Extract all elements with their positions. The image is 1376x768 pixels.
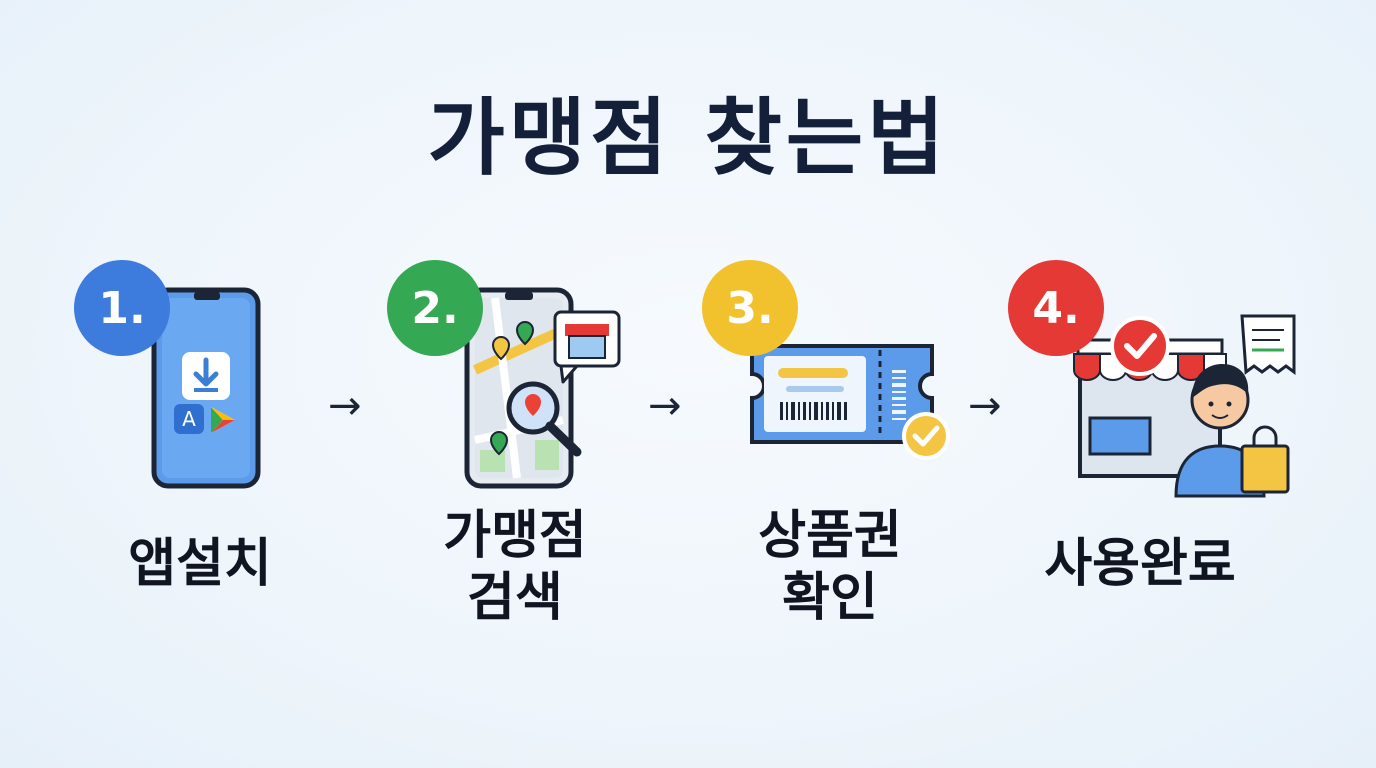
svg-text:A: A (182, 407, 196, 431)
step-number-badge: 2. (387, 260, 483, 356)
arrow-icon: → (968, 383, 1002, 429)
step-label: 사용완료 (1044, 534, 1236, 594)
arrow-icon: → (648, 383, 682, 429)
map-search-icon (464, 287, 621, 489)
step-install-app: A 1. 앱설치 (70, 250, 330, 670)
step-label: 가맹점 검색 (443, 506, 587, 629)
step-complete: 4. 사용완료 (1008, 250, 1296, 670)
step-label: 앱설치 (128, 534, 272, 594)
step-number-badge: 3. (702, 260, 798, 356)
voucher-ticket-icon (750, 344, 950, 460)
page-title: 가맹점 찾는법 (427, 89, 949, 187)
step-check-voucher: 3. 상품권 확인 (700, 250, 960, 670)
arrow-icon: → (328, 383, 362, 429)
step-label: 상품권 확인 (758, 506, 902, 629)
step-number-badge: 4. (1008, 260, 1104, 356)
step-number-badge: 1. (74, 260, 170, 356)
phone-download-icon: A (151, 287, 261, 489)
store-shopper-icon (1073, 314, 1296, 498)
step-search-store: 2. 가맹점 검색 (385, 250, 645, 670)
